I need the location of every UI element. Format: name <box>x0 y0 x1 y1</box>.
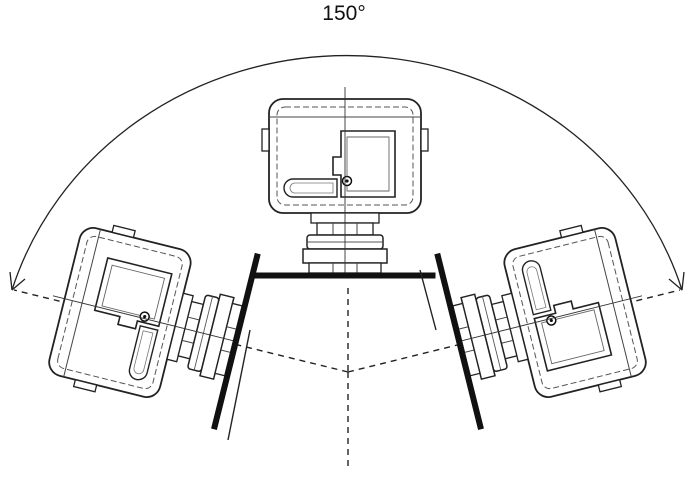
rotation-arc <box>9 54 685 291</box>
mounting-lines <box>227 269 437 441</box>
actuator-right <box>434 207 665 431</box>
actuator-left <box>30 207 261 431</box>
rotation-angle-label: 150° <box>322 2 366 25</box>
actuator-center <box>254 86 436 279</box>
